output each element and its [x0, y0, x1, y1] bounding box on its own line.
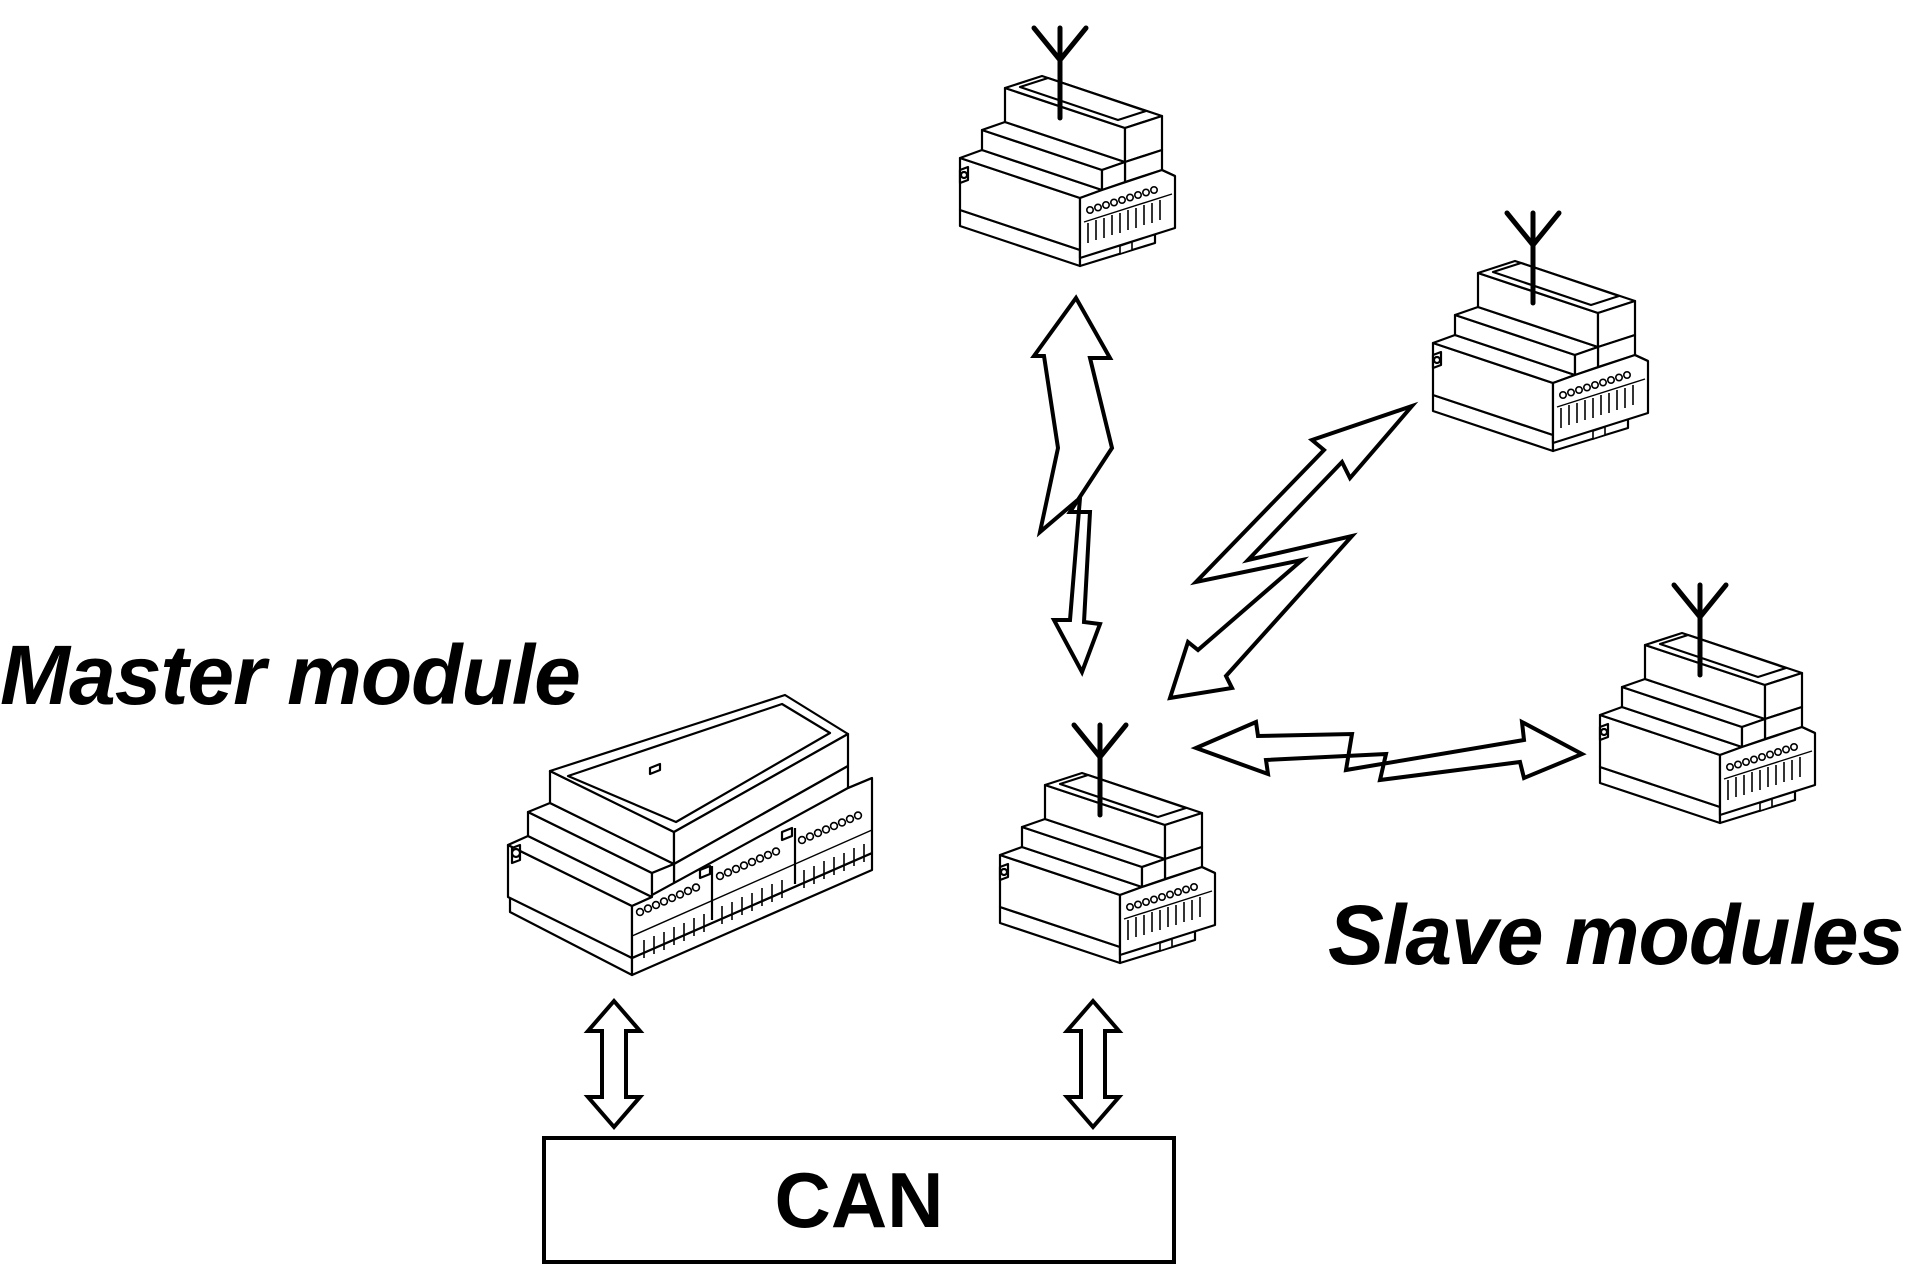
can-bus-label: CAN — [774, 1156, 944, 1244]
master-terminal-slots — [643, 844, 865, 958]
wireless-link-top — [1030, 294, 1115, 677]
wired-link-master — [586, 999, 642, 1129]
slave-module-center — [998, 725, 1217, 965]
slave-module-upper-right — [1431, 213, 1650, 453]
wireless-link-upper-right — [1167, 401, 1419, 701]
wireless-link-right — [1190, 718, 1587, 783]
slave-module-right — [1598, 585, 1817, 825]
master-module — [506, 693, 874, 977]
slave-module-top — [958, 28, 1177, 268]
can-bus-box: CAN — [542, 1136, 1176, 1264]
slave-modules-label: Slave modules — [1328, 888, 1904, 982]
master-terminals — [635, 811, 863, 917]
wired-link-slave-center — [1065, 999, 1121, 1129]
master-module-label: Master module — [0, 628, 581, 722]
